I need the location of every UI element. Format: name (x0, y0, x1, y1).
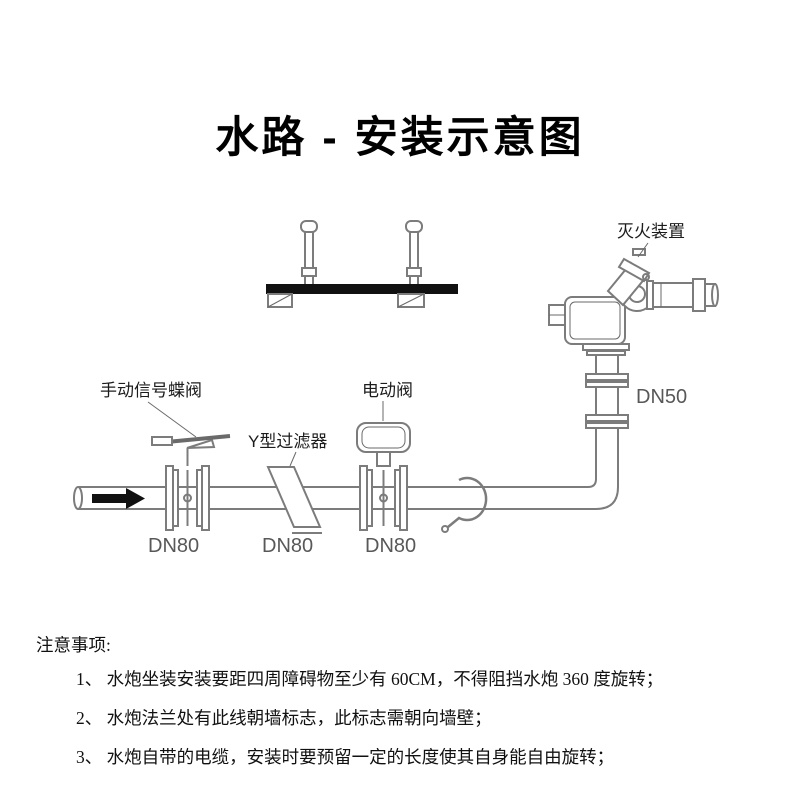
hanger-rod-left (300, 220, 318, 285)
leader-y-strainer (289, 451, 297, 467)
notes-heading: 注意事项: (36, 635, 111, 655)
label-dn50: DN50 (636, 386, 687, 408)
hanger-rod-right (405, 220, 423, 285)
pipe-clamp (441, 476, 488, 533)
label-dn80-1: DN80 (148, 535, 199, 557)
elbow-outer (595, 486, 619, 510)
barrel-outlet (711, 283, 719, 307)
beam-clamp-right (397, 293, 425, 308)
fire-monitor (548, 248, 719, 356)
flow-arrow (92, 488, 145, 509)
main-pipe (73, 478, 619, 510)
riser-flange-upper-2 (585, 381, 629, 388)
electric-valve (356, 422, 411, 531)
monitor-motor (564, 296, 626, 345)
actuator-box (356, 422, 411, 453)
butterfly-valve (151, 434, 231, 531)
ceiling-hanger-assembly (266, 220, 458, 308)
riser-flange-lower-2 (585, 422, 629, 429)
label-electric-valve: 电动阀 (362, 381, 413, 400)
actuator-box-inner (361, 426, 406, 449)
label-y-filter: Y型过滤器 (248, 432, 327, 451)
label-fire-device: 灭火装置 (617, 222, 685, 241)
page-title: 水路 - 安装示意图 (215, 113, 585, 162)
riser-pipe (585, 352, 629, 487)
label-dn80-2: DN80 (262, 535, 313, 557)
clamp-bolt (441, 525, 449, 533)
leader-fire-device (637, 242, 649, 258)
label-manual-valve: 手动信号蝶阀 (100, 381, 202, 400)
pipe-open-end (73, 486, 83, 510)
note-item-1: 1、 水炮坐装安装要距四周障碍物至少有 60CM，不得阻挡水炮 360 度旋转； (76, 669, 664, 690)
note-item-2: 2、 水炮法兰处有此线朝墙标志，此标志需朝向墙壁； (76, 708, 492, 729)
label-dn80-3: DN80 (365, 535, 416, 557)
monitor-motor-inner (569, 301, 621, 340)
barrel-coupling (692, 278, 706, 312)
elevation-cap (617, 257, 651, 283)
notes-section: 注意事项: 1、 水炮坐装安装要距四周障碍物至少有 60CM，不得阻挡水炮 36… (36, 632, 776, 784)
riser-flange-lower (585, 414, 629, 422)
y-strainer (266, 466, 322, 534)
note-item-3: 3、 水炮自带的电缆，安装时要预留一定的长度使其自身能自由旋转； (76, 747, 615, 768)
ceiling-beam (266, 284, 458, 294)
elbow-inner (587, 478, 597, 488)
handle-grip (151, 436, 173, 446)
barrel-body (652, 282, 696, 308)
riser-flange-upper (585, 373, 629, 381)
leader-manual-valve (147, 401, 197, 438)
beam-clamp-left (267, 293, 293, 308)
handle-quadrant (186, 438, 216, 449)
monitor-base-flange-2 (586, 350, 626, 356)
